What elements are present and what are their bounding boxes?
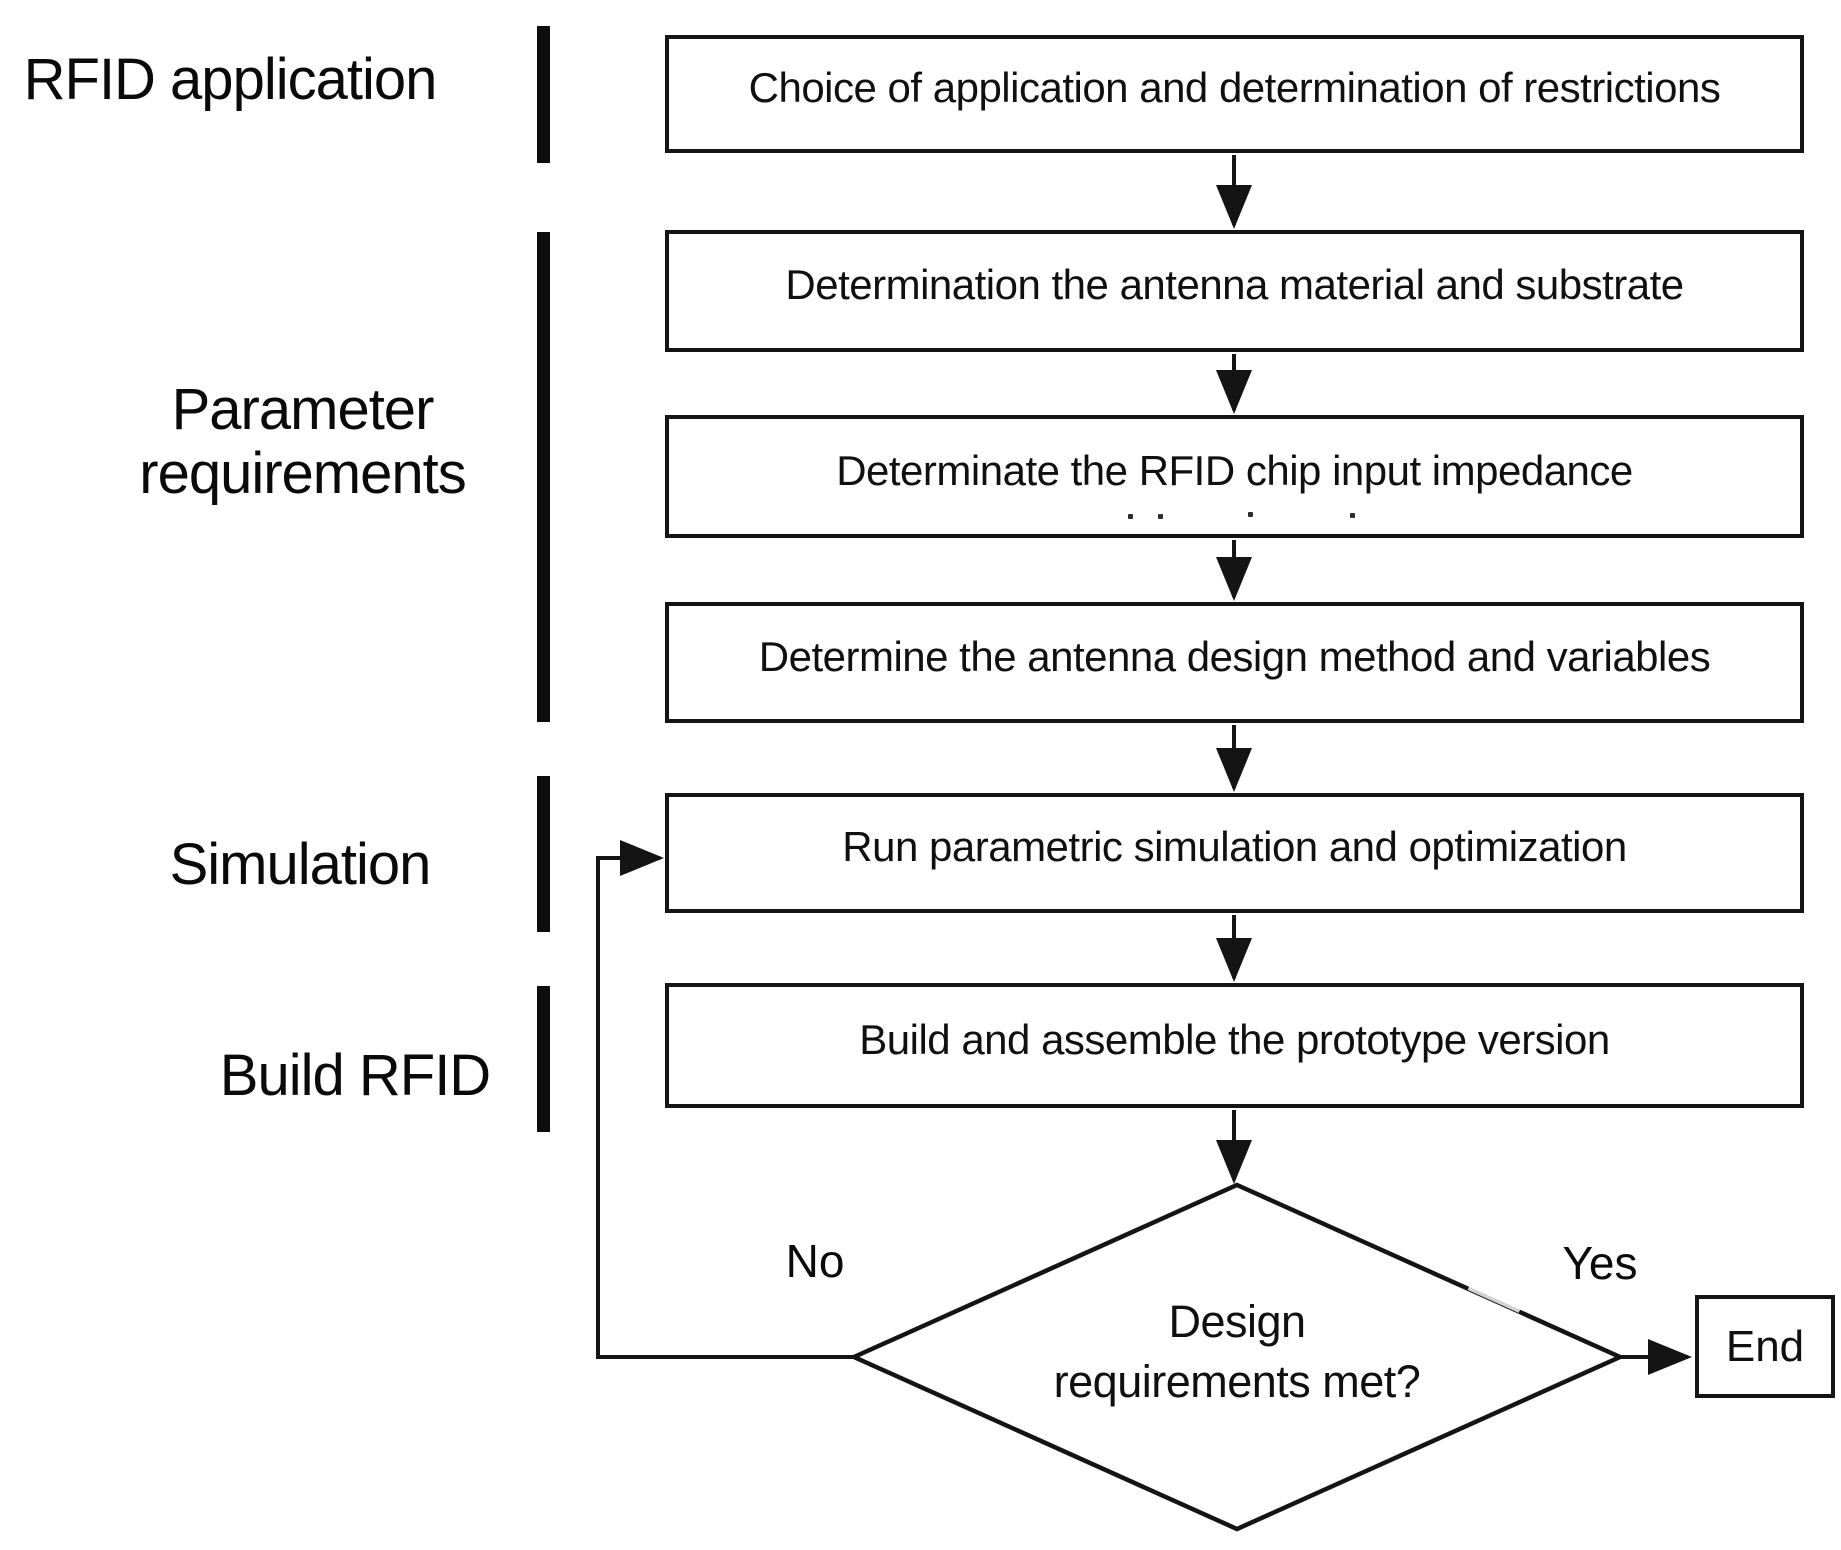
section-label-build-rfid: Build RFID [219, 1043, 491, 1108]
step-label: Choice of application and determination … [748, 64, 1721, 111]
section-bar-parameter-requirements [537, 232, 550, 722]
step-box-choice-of-application: Choice of application and determination … [665, 35, 1804, 153]
text-remnant-dots [1248, 512, 1253, 517]
step-label: Build and assemble the prototype version [859, 1015, 1610, 1063]
section-bar-build-rfid [537, 986, 550, 1132]
end-label: End [1725, 1321, 1805, 1371]
text-remnant-dots [1350, 513, 1355, 518]
section-label-simulation: Simulation [169, 832, 432, 897]
decision-question: Design requirements met? [937, 1292, 1537, 1412]
step-box-parametric-simulation: Run parametric simulation and optimizati… [665, 793, 1804, 913]
section-label-rfid-application: RFID application [23, 47, 438, 112]
decision-line1: Design [1168, 1296, 1306, 1347]
branch-label-no: No [785, 1235, 845, 1287]
branch-label-yes: Yes [1562, 1237, 1638, 1289]
loop-no-path [596, 840, 854, 1359]
section-bar-simulation [537, 776, 550, 932]
step-label: Determinate the RFID chip input impedanc… [836, 446, 1633, 494]
step-box-antenna-material-substrate: Determination the antenna material and s… [665, 230, 1804, 352]
edge-gap-artifact [1467, 1277, 1525, 1313]
text-remnant-dots [1128, 514, 1133, 519]
text-remnant-dots [1158, 514, 1163, 519]
section-bar-rfid-application [537, 26, 550, 163]
step-label: Determination the antenna material and s… [785, 261, 1684, 308]
step-label: Determine the antenna design method and … [758, 632, 1711, 680]
end-box: End [1695, 1295, 1835, 1398]
step-label: Run parametric simulation and optimizati… [842, 823, 1627, 870]
step-box-chip-input-impedance: Determinate the RFID chip input impedanc… [665, 415, 1804, 538]
section-label-parameter-requirements: Parameter requirements [139, 377, 466, 506]
step-box-design-method-variables: Determine the antenna design method and … [665, 602, 1804, 723]
step-box-build-prototype: Build and assemble the prototype version [665, 983, 1804, 1108]
decision-line2: requirements met? [1053, 1356, 1421, 1407]
